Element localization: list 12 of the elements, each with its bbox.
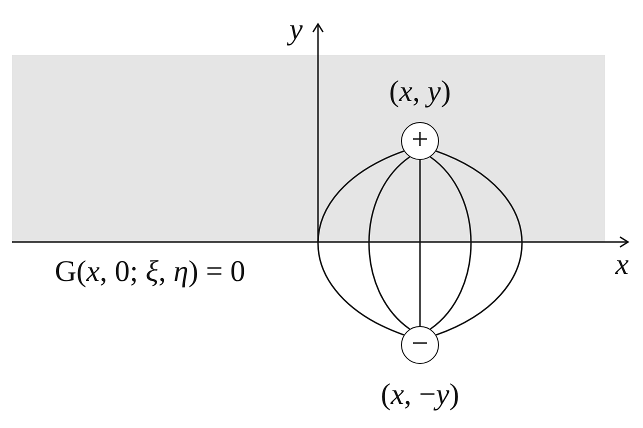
boundary-condition: G(x, 0; ξ, η) = 0 bbox=[54, 257, 246, 287]
axis-label: x bbox=[615, 250, 629, 280]
field-line bbox=[430, 156, 472, 330]
field-line bbox=[317, 150, 404, 336]
field-line bbox=[419, 160, 421, 326]
point-label: (x, y) bbox=[389, 77, 451, 107]
charge-sign: − bbox=[412, 328, 428, 358]
charge-sign: + bbox=[412, 124, 428, 154]
axis-label: y bbox=[289, 15, 303, 45]
field-line bbox=[436, 150, 523, 336]
field-line bbox=[368, 156, 410, 330]
point-label: (x, −y) bbox=[380, 380, 460, 410]
